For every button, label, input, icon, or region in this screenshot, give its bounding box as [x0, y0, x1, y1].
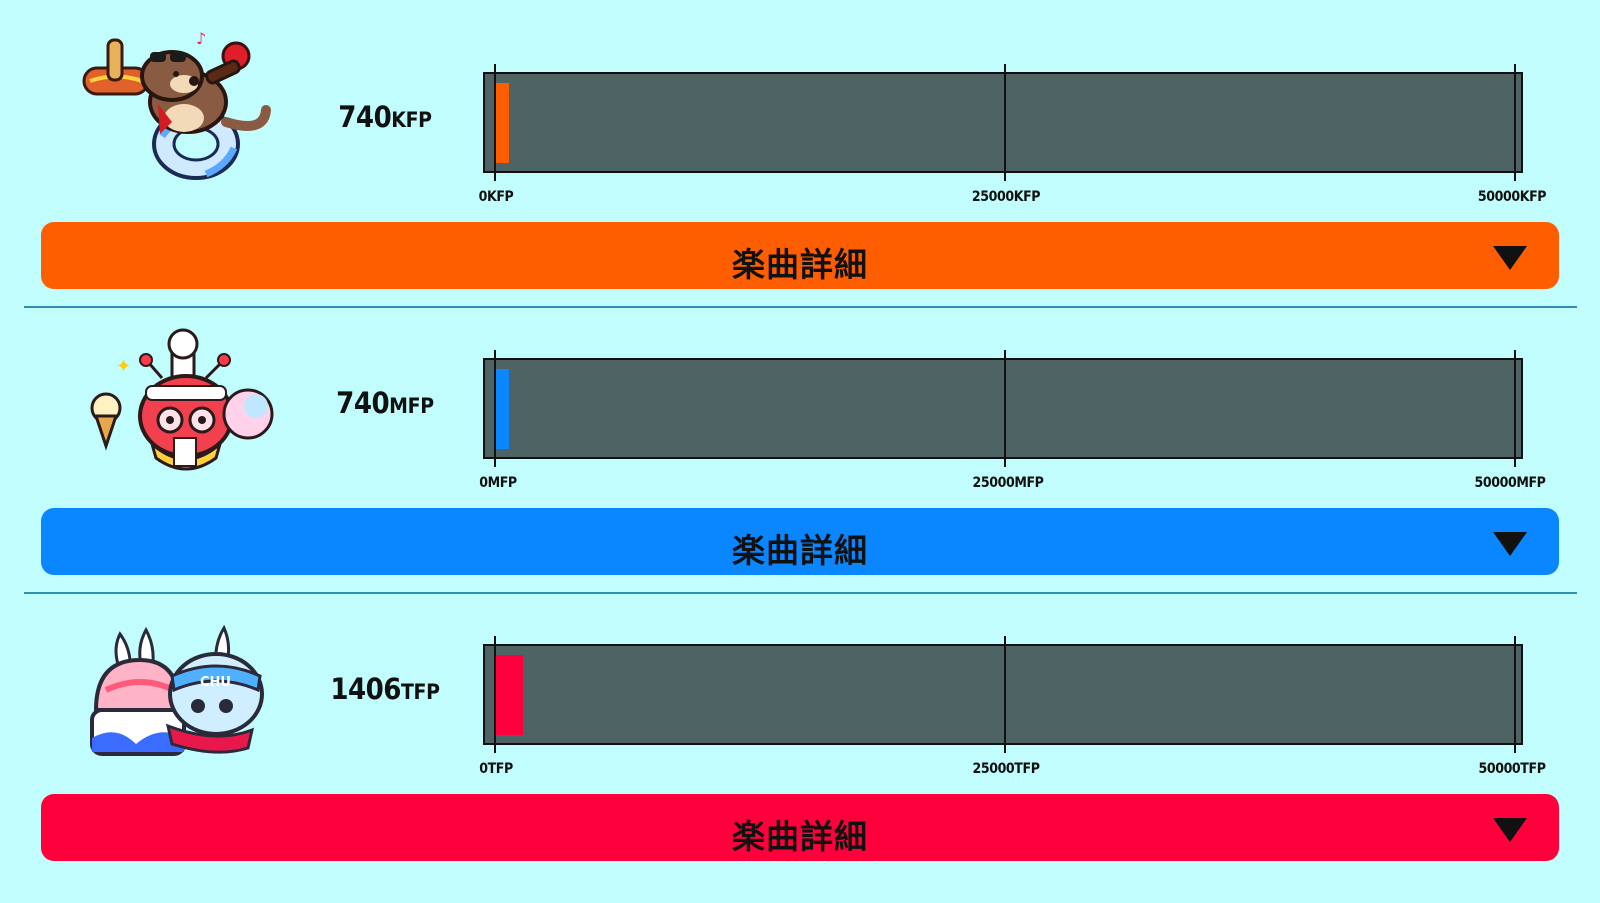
- song-details-label: 楽曲詳細: [732, 245, 868, 284]
- score-value: 1406: [330, 672, 401, 706]
- progress-bar-fill: [494, 369, 509, 449]
- score-display: 1406TFP: [300, 672, 470, 706]
- tick-mark-min: [494, 636, 496, 753]
- tick-label-min: 0MFP: [479, 475, 517, 491]
- progress-bar-fill: [494, 83, 509, 163]
- tick-label-min: 0TFP: [479, 761, 513, 777]
- svg-text:CHU: CHU: [200, 675, 231, 690]
- svg-text:✦: ✦: [116, 356, 131, 377]
- score-display: 740MFP: [300, 386, 470, 420]
- score-value: 740: [338, 100, 392, 134]
- progress-bar-track: [483, 72, 1523, 173]
- section-divider: [24, 592, 1577, 594]
- rabbit-mascot-illustration: CHU: [90, 624, 264, 756]
- score-value: 740: [336, 386, 390, 420]
- tick-mark-max: [1514, 350, 1516, 467]
- song-details-button[interactable]: 楽曲詳細: [41, 222, 1559, 289]
- song-details-button[interactable]: 楽曲詳細: [41, 794, 1559, 861]
- tick-mark-mid: [1004, 636, 1006, 753]
- progress-bar-track: [483, 644, 1523, 745]
- tick-label-mid: 25000TFP: [972, 761, 1040, 777]
- tick-label-max: 50000MFP: [1474, 475, 1546, 491]
- dog-mascot-icon: ♪: [76, 26, 286, 186]
- triangle-down-icon[interactable]: [1493, 246, 1527, 270]
- score-unit: MFP: [389, 394, 434, 418]
- triangle-down-icon[interactable]: [1493, 818, 1527, 842]
- octopus-mascot-icon: ✦: [76, 328, 286, 488]
- song-details-label: 楽曲詳細: [732, 817, 868, 856]
- octopus-mascot-illustration: ✦: [90, 328, 274, 471]
- tick-mark-max: [1514, 64, 1516, 181]
- progress-bar-track: [483, 358, 1523, 459]
- song-details-label: 楽曲詳細: [732, 531, 868, 570]
- tick-label-min: 0KFP: [478, 189, 514, 205]
- tick-mark-min: [494, 64, 496, 181]
- tick-label-mid: 25000KFP: [971, 189, 1041, 205]
- tick-mark-mid: [1004, 350, 1006, 467]
- score-unit: TFP: [400, 680, 440, 704]
- tick-mark-max: [1514, 636, 1516, 753]
- tick-label-max: 50000TFP: [1478, 761, 1546, 777]
- svg-text:♪: ♪: [196, 29, 206, 48]
- score-unit: KFP: [391, 108, 432, 132]
- fan-points-row-2: ✦ 740MFP 0MFP 25000MFP 50000MFP 楽曲詳細: [0, 286, 1600, 575]
- section-divider: [24, 306, 1577, 308]
- progress-bar-fill: [494, 655, 523, 735]
- score-display: 740KFP: [300, 100, 470, 134]
- dog-mascot-illustration: ♪: [82, 29, 271, 180]
- fan-points-row-1: ♪ 740KFP 0KFP 25000KFP 50000KFP 楽曲詳細: [0, 0, 1600, 289]
- tick-mark-mid: [1004, 64, 1006, 181]
- song-details-button[interactable]: 楽曲詳細: [41, 508, 1559, 575]
- rabbit-mascot-icon: CHU: [76, 620, 286, 780]
- tick-label-mid: 25000MFP: [972, 475, 1044, 491]
- triangle-down-icon[interactable]: [1493, 532, 1527, 556]
- fan-points-row-3: CHU 1406TFP 0TFP 25000TFP 50000TFP 楽曲詳細: [0, 572, 1600, 861]
- tick-label-max: 50000KFP: [1477, 189, 1547, 205]
- tick-mark-min: [494, 350, 496, 467]
